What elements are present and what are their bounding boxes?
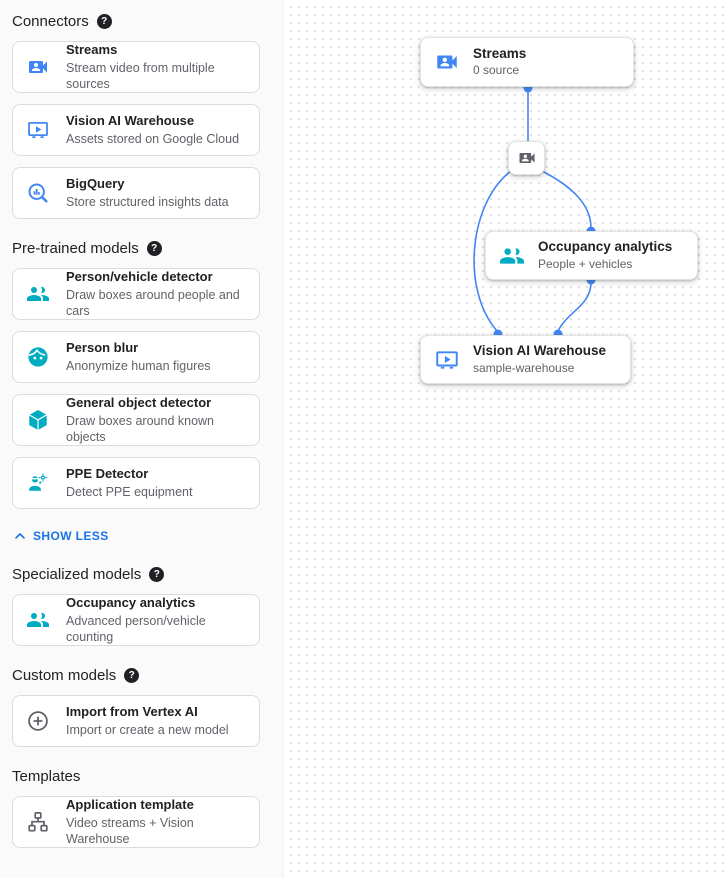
video-camera-front-icon (25, 54, 51, 80)
people-group-icon (25, 607, 51, 633)
bigquery-magnifier-icon (25, 180, 51, 206)
component-sidebar: Connectors Streams Stream video from mul… (0, 0, 284, 878)
card-title: General object detector (66, 394, 212, 410)
smart-display-icon (25, 117, 51, 143)
card-title: Vision AI Warehouse (66, 112, 195, 128)
section-heading-custom-models: Custom models (12, 667, 283, 684)
node-subtitle: People + vehicles (538, 256, 633, 271)
section-heading-pretrained-models: Pre-trained models (12, 240, 283, 257)
card-title: PPE Detector (66, 465, 149, 481)
node-title: Vision AI Warehouse (473, 343, 607, 359)
show-less-label: SHOW LESS (33, 529, 109, 543)
node-occupancy-analytics[interactable]: Occupancy analytics People + vehicles (485, 231, 698, 280)
add-circle-icon (25, 708, 51, 734)
section-heading-connectors: Connectors (12, 13, 283, 30)
cube-icon (25, 407, 51, 433)
section-heading-templates: Templates (12, 768, 283, 785)
node-streams[interactable]: Streams 0 source (420, 37, 634, 87)
card-description: Advanced person/vehicle counting (66, 613, 206, 644)
card-description: Draw boxes around people and cars (66, 287, 240, 318)
node-title: Occupancy analytics (538, 239, 673, 255)
ppe-person-icon (25, 470, 51, 496)
chevron-up-icon (12, 528, 28, 544)
edge-hub-to-occupancy (541, 170, 592, 229)
component-card-person-vehicle-detector[interactable]: Person/vehicle detector Draw boxes aroun… (12, 268, 260, 320)
graph-edges (473, 83, 596, 339)
org-tree-icon (25, 809, 51, 835)
node-vision-ai-warehouse[interactable]: Vision AI Warehouse sample-warehouse (420, 335, 631, 384)
help-icon[interactable] (124, 668, 140, 683)
edge-occupancy-to-warehouse (557, 281, 592, 332)
component-card-ppe-detector[interactable]: PPE Detector Detect PPE equipment (12, 457, 260, 509)
card-description: Stream video from multiple sources (66, 60, 215, 91)
component-card-import-from-vertex-ai[interactable]: Import from Vertex AI Import or create a… (12, 695, 260, 747)
help-icon[interactable] (96, 14, 112, 29)
section-title: Pre-trained models (12, 240, 139, 257)
section-title: Templates (12, 768, 81, 785)
section-title: Specialized models (12, 566, 142, 583)
card-description: Video streams + Vision Warehouse (66, 815, 194, 846)
section-heading-specialized-models: Specialized models (12, 566, 283, 583)
component-card-application-template[interactable]: Application template Video streams + Vis… (12, 796, 260, 848)
card-title: Person blur (66, 339, 139, 355)
card-description: Anonymize human figures (66, 358, 211, 373)
node-title: Streams (473, 45, 527, 61)
people-group-icon (499, 243, 525, 269)
component-card-bigquery[interactable]: BigQuery Store structured insights data (12, 167, 260, 219)
node-stream-source-hub[interactable] (508, 141, 545, 175)
card-description: Store structured insights data (66, 194, 229, 209)
card-title: Occupancy analytics (66, 594, 196, 610)
card-title: BigQuery (66, 175, 125, 191)
component-card-streams[interactable]: Streams Stream video from multiple sourc… (12, 41, 260, 93)
card-description: Detect PPE equipment (66, 484, 193, 499)
show-less-button[interactable]: SHOW LESS (12, 527, 283, 545)
component-card-general-object-detector[interactable]: General object detector Draw boxes aroun… (12, 394, 260, 446)
section-title: Custom models (12, 667, 117, 684)
help-icon[interactable] (146, 241, 162, 256)
component-card-occupancy-analytics[interactable]: Occupancy analytics Advanced person/vehi… (12, 594, 260, 646)
component-card-person-blur[interactable]: Person blur Anonymize human figures (12, 331, 260, 383)
smart-display-icon (434, 347, 460, 373)
graph-canvas[interactable]: Streams 0 source Occupancy analytics Peo… (284, 0, 725, 878)
video-camera-front-icon (434, 49, 460, 75)
node-subtitle: sample-warehouse (473, 360, 575, 375)
card-description: Import or create a new model (66, 722, 229, 737)
card-title: Person/vehicle detector (66, 268, 213, 284)
card-description: Assets stored on Google Cloud (66, 131, 240, 146)
help-icon[interactable] (149, 567, 165, 582)
card-title: Streams (66, 41, 118, 57)
component-card-vision-ai-warehouse[interactable]: Vision AI Warehouse Assets stored on Goo… (12, 104, 260, 156)
card-title: Application template (66, 796, 194, 812)
section-title: Connectors (12, 13, 89, 30)
card-title: Import from Vertex AI (66, 703, 198, 719)
video-camera-front-icon (517, 148, 537, 168)
card-description: Draw boxes around known objects (66, 413, 214, 444)
people-group-icon (25, 281, 51, 307)
person-face-icon (25, 344, 51, 370)
node-subtitle: 0 source (473, 63, 520, 78)
